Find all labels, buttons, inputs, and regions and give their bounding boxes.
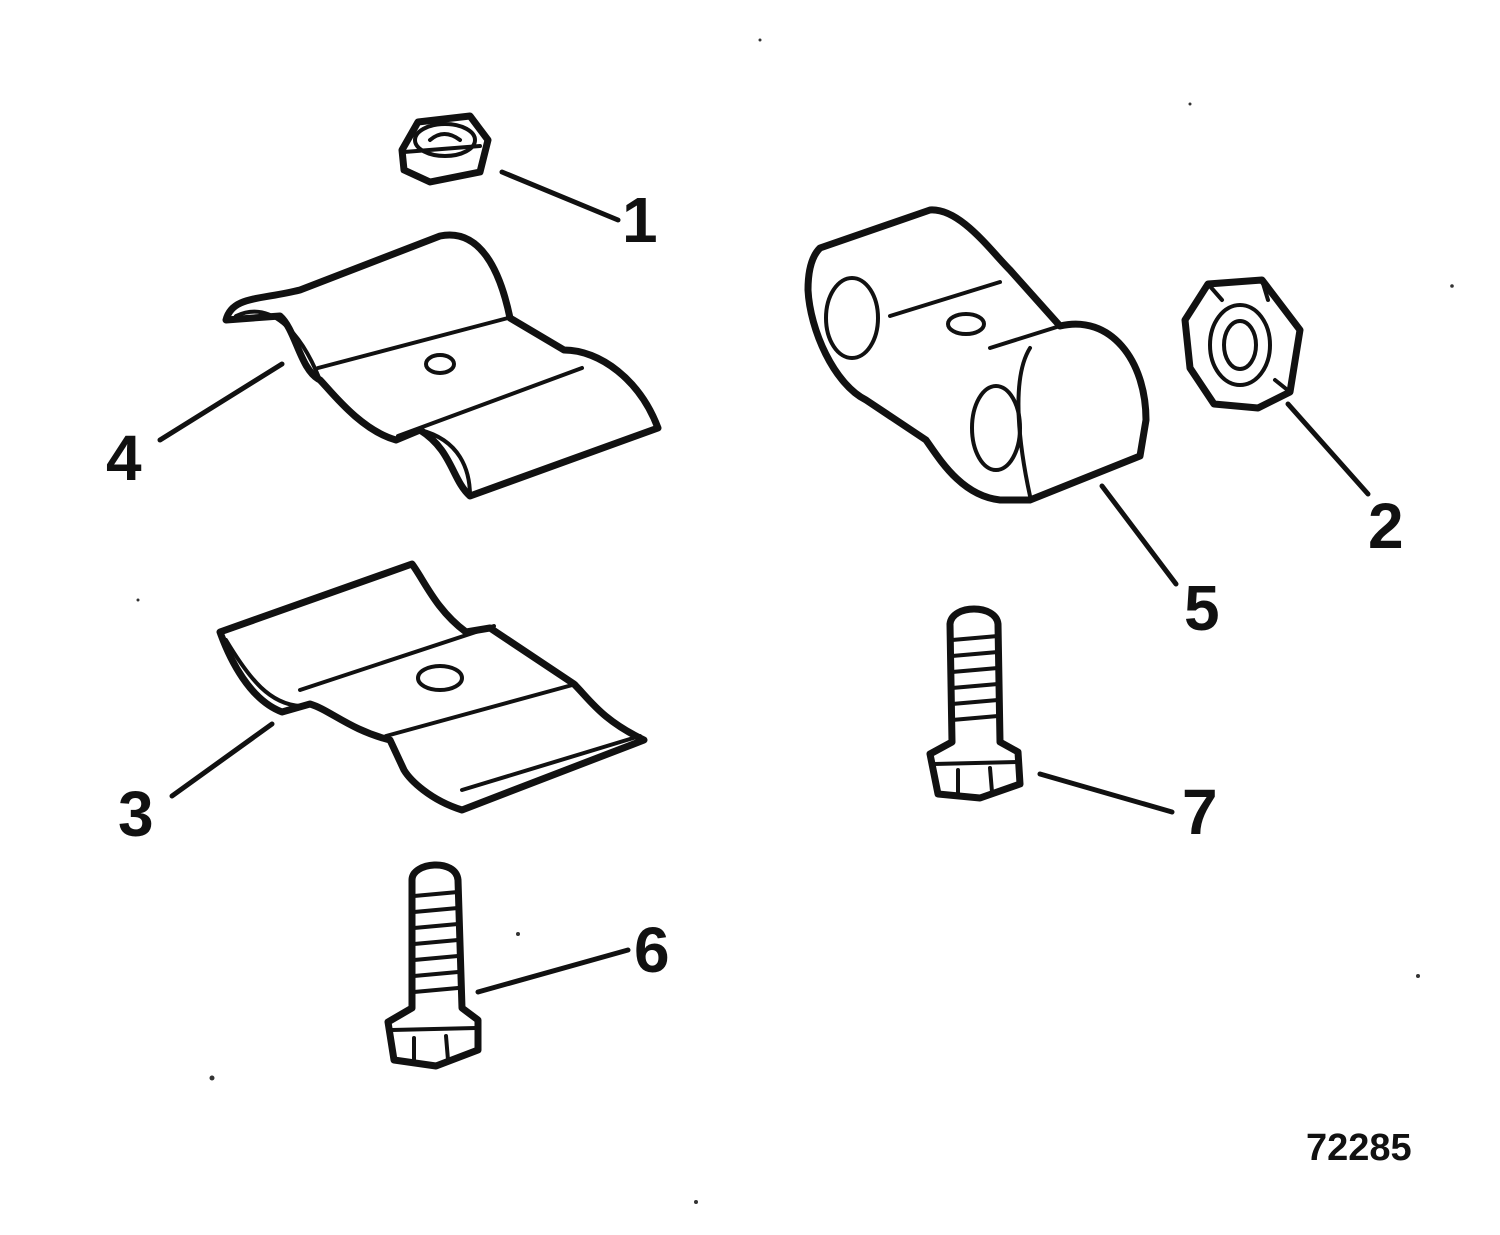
lower-clamp-plate bbox=[216, 560, 648, 814]
short-bolt bbox=[926, 605, 1024, 802]
leader-2 bbox=[1285, 401, 1371, 497]
callout-labels: 1 2 3 4 5 6 7 bbox=[106, 184, 1404, 986]
callout-2: 2 bbox=[1368, 490, 1404, 562]
figure-number: 72285 bbox=[1306, 1127, 1412, 1169]
leader-3 bbox=[169, 721, 275, 799]
leader-lines bbox=[157, 169, 1371, 995]
lock-nut-small bbox=[398, 112, 492, 186]
upper-clamp-plate bbox=[222, 231, 662, 500]
hex-nut bbox=[1181, 276, 1304, 412]
leader-7 bbox=[1037, 771, 1175, 815]
long-bolt bbox=[384, 861, 482, 1070]
callout-5: 5 bbox=[1184, 572, 1220, 644]
callout-6: 6 bbox=[634, 914, 670, 986]
callout-1: 1 bbox=[622, 184, 658, 256]
callout-7: 7 bbox=[1182, 776, 1218, 848]
callout-4: 4 bbox=[106, 422, 142, 494]
leader-6 bbox=[475, 947, 631, 995]
scan-specks bbox=[136, 38, 1454, 1204]
leader-4 bbox=[157, 361, 285, 443]
leader-1 bbox=[499, 169, 621, 223]
leader-5 bbox=[1099, 483, 1179, 587]
clamp-block bbox=[804, 206, 1150, 504]
callout-3: 3 bbox=[118, 778, 154, 850]
